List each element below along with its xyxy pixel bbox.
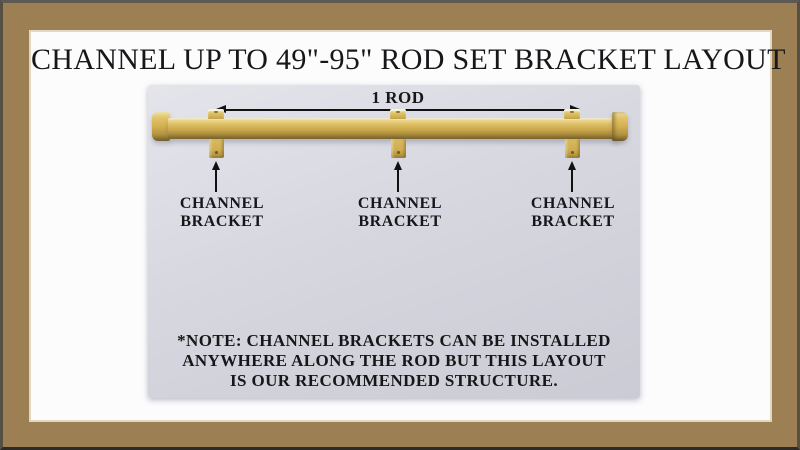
bracket-top-clip bbox=[208, 109, 224, 119]
rod-end-cap-right bbox=[612, 112, 628, 141]
screw-hole-icon bbox=[396, 151, 400, 154]
bracket-top-clip bbox=[564, 109, 580, 119]
up-arrow-shaft bbox=[397, 170, 399, 192]
screw-hole-icon bbox=[570, 151, 574, 154]
bracket-label-center: CHANNEL BRACKET bbox=[335, 195, 465, 230]
rod-dimension-label: 1 ROD bbox=[371, 88, 425, 107]
up-arrowhead-icon bbox=[568, 161, 576, 170]
screw-icon bbox=[214, 111, 218, 113]
up-arrow-shaft bbox=[215, 170, 217, 192]
rod-end-cap-left bbox=[152, 112, 170, 141]
bracket-plate bbox=[390, 139, 406, 158]
note-line-3: IS OUR RECOMMENDED STRUCTURE. bbox=[229, 371, 559, 390]
bracket-label-left: CHANNEL BRACKET bbox=[157, 195, 287, 230]
content-area: CHANNEL UP TO 49"-95" ROD SET BRACKET LA… bbox=[31, 32, 786, 420]
bracket-label-line1: CHANNEL bbox=[357, 195, 443, 212]
rod-body bbox=[168, 118, 620, 139]
bracket-label-right: CHANNEL BRACKET bbox=[508, 195, 638, 230]
bracket-label-line2: BRACKET bbox=[180, 212, 264, 230]
note-line-2: ANYWHERE ALONG THE ROD BUT THIS LAYOUT bbox=[182, 351, 606, 370]
up-arrowhead-icon bbox=[394, 161, 402, 170]
page-title: CHANNEL UP TO 49"-95" ROD SET BRACKET LA… bbox=[31, 43, 786, 76]
diagram-panel: 1 ROD bbox=[148, 85, 640, 398]
bracket-top-clip bbox=[390, 109, 406, 119]
bracket-label-line1: CHANNEL bbox=[179, 195, 265, 212]
up-arrowhead-icon bbox=[212, 161, 220, 170]
note-line-1: *NOTE: CHANNEL BRACKETS CAN BE INSTALLED bbox=[177, 331, 611, 350]
bracket-label-line2: BRACKET bbox=[358, 212, 442, 230]
up-arrow-icon bbox=[211, 161, 221, 192]
screw-hole-icon bbox=[214, 151, 218, 154]
up-arrow-icon bbox=[567, 161, 577, 192]
up-arrow-icon bbox=[393, 161, 403, 192]
bracket-label-line1: CHANNEL bbox=[530, 195, 616, 212]
bracket-label-line2: BRACKET bbox=[531, 212, 615, 230]
screw-icon bbox=[570, 111, 574, 113]
note-text: *NOTE: CHANNEL BRACKETS CAN BE INSTALLED… bbox=[148, 331, 640, 391]
up-arrow-shaft bbox=[571, 170, 573, 192]
bracket-plate bbox=[208, 139, 224, 158]
bracket-plate bbox=[564, 139, 580, 158]
screw-icon bbox=[396, 111, 400, 113]
